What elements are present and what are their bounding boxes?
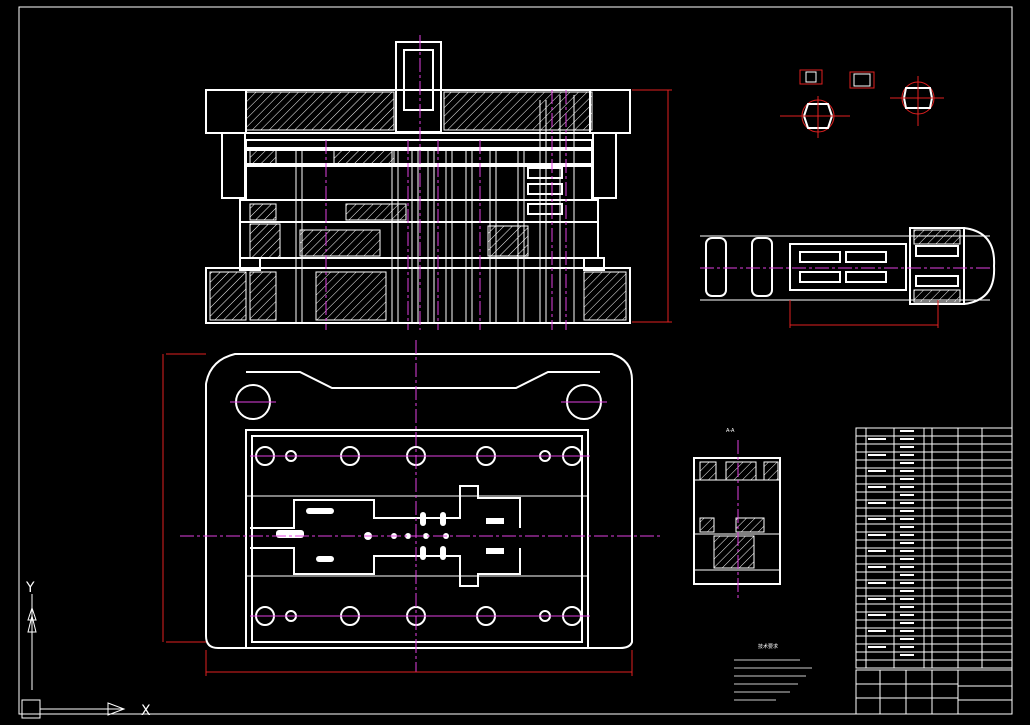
- model-space-icon: X: [21, 699, 151, 719]
- ucs-axis-icon: Y: [25, 580, 37, 690]
- bom-cell-text: [900, 462, 914, 464]
- bom-cell-text: [900, 542, 914, 544]
- technical-notes: 技术要求: [734, 643, 812, 701]
- bom-cell-text: [868, 550, 886, 552]
- bom-cell-text: [900, 526, 914, 528]
- bom-cell-text: [900, 606, 914, 608]
- bom-cell-text: [868, 630, 886, 632]
- bom-cell-text: [868, 438, 886, 440]
- bom-cell-text: [868, 534, 886, 536]
- bom-cell-text: [868, 470, 886, 472]
- bom-cell-text: [900, 566, 914, 568]
- section-view-a-a[interactable]: A-A: [693, 428, 781, 600]
- bom-cell-text: [900, 494, 914, 496]
- bill-of-materials-table[interactable]: [855, 427, 1013, 669]
- part-detail-view[interactable]: [780, 69, 944, 138]
- bom-cell-text: [900, 478, 914, 480]
- front-section-view[interactable]: [205, 35, 672, 330]
- bom-cell-text: [868, 566, 886, 568]
- bom-cell-text: [900, 438, 914, 440]
- bom-cell-text: [900, 614, 914, 616]
- bom-cell-text: [900, 446, 914, 448]
- bom-cell-text: [868, 582, 886, 584]
- plan-view[interactable]: [162, 340, 660, 676]
- strip-layout-view[interactable]: [700, 227, 996, 328]
- bom-cell-text: [900, 590, 914, 592]
- section-label: A-A: [726, 428, 735, 434]
- title-block[interactable]: [855, 669, 1013, 715]
- bom-cell-text: [900, 654, 914, 656]
- bom-cell-text: [868, 502, 886, 504]
- bom-cell-text: [900, 454, 914, 456]
- bom-cell-text: [868, 486, 886, 488]
- bom-cell-text: [868, 598, 886, 600]
- bom-cell-text: [900, 486, 914, 488]
- bom-cell-text: [900, 574, 914, 576]
- bom-cell-text: [900, 502, 914, 504]
- bom-cell-text: [900, 638, 914, 640]
- bom-cell-text: [900, 510, 914, 512]
- bom-cell-text: [900, 518, 914, 520]
- ucs-y-label: Y: [25, 580, 35, 596]
- bom-cell-text: [900, 430, 914, 432]
- bom-cell-text: [868, 454, 886, 456]
- note-title: 技术要求: [758, 643, 778, 650]
- bom-cell-text: [900, 582, 914, 584]
- bom-cell-text: [900, 646, 914, 648]
- drawing-border: [18, 6, 1013, 715]
- bom-cell-text: [868, 646, 886, 648]
- bom-cell-text: [900, 470, 914, 472]
- bom-cell-text: [868, 518, 886, 520]
- ucs-x-label: X: [141, 703, 151, 719]
- bom-cell-text: [900, 630, 914, 632]
- bom-cell-text: [900, 550, 914, 552]
- bom-cell-text: [900, 534, 914, 536]
- bom-cell-text: [868, 614, 886, 616]
- bom-cell-text: [900, 558, 914, 560]
- bom-cell-text: [900, 598, 914, 600]
- bom-cell-text: [900, 622, 914, 624]
